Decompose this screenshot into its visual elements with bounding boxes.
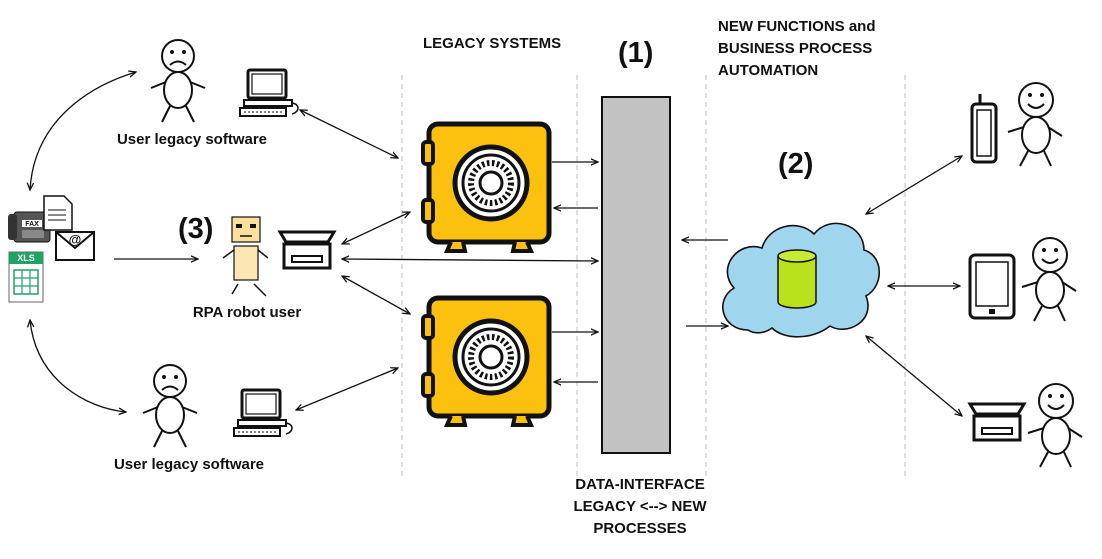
- data-interface-label-line2: LEGACY <--> NEW: [573, 498, 707, 515]
- step-number-cloud: (2): [778, 148, 813, 180]
- happy-user-icon: [1027, 383, 1083, 468]
- arrow-robot-to-safe-top: [342, 212, 410, 244]
- laptop-icon: [278, 230, 336, 270]
- arrow-cloud-to-phone: [866, 156, 962, 214]
- happy-user-icon: [1007, 82, 1063, 167]
- mobile-phone-icon: [970, 94, 998, 164]
- data-interface-bar: [601, 96, 671, 454]
- arrow-robot-to-safe-bottom: [342, 276, 410, 314]
- legacy-system-safe-icon: [423, 298, 549, 425]
- tablet-icon: [968, 253, 1016, 320]
- xls-label: XLS: [17, 253, 35, 263]
- robot-icon: [222, 216, 269, 297]
- sad-user-icon: [150, 39, 206, 123]
- spreadsheet-icon: XLS: [8, 251, 44, 303]
- sad-user-icon: [142, 364, 198, 448]
- arrow-bottom-user-to-safe: [296, 368, 398, 410]
- user-legacy-software-label-top: User legacy software: [117, 131, 267, 148]
- fax-icon: FAX: [8, 211, 51, 243]
- data-interface-label-line3: PROCESSES: [593, 520, 686, 537]
- step-number-robot: (3): [178, 213, 213, 245]
- desktop-computer-icon: [238, 68, 300, 118]
- new-functions-heading-line3: AUTOMATION: [718, 62, 818, 79]
- arrow-docs-to-top-user: [30, 72, 136, 190]
- user-legacy-software-label-bottom: User legacy software: [114, 456, 264, 473]
- step-number-interface: (1): [618, 37, 653, 69]
- new-functions-heading-line2: BUSINESS PROCESS: [718, 40, 872, 57]
- email-at-label: @: [69, 232, 82, 247]
- data-interface-label-line1: DATA-INTERFACE: [575, 476, 704, 493]
- desktop-computer-icon: [232, 388, 294, 438]
- legacy-system-safe-icon: [423, 124, 549, 251]
- email-icon: @: [55, 231, 95, 261]
- laptop-icon: [968, 402, 1026, 442]
- happy-user-icon: [1021, 237, 1077, 322]
- arrow-cloud-to-laptop: [866, 336, 962, 416]
- database-icon: [777, 249, 817, 309]
- arrow-docs-to-bottom-user: [30, 320, 126, 412]
- fax-label: FAX: [25, 221, 39, 228]
- arrow-robot-to-interface: [342, 259, 598, 261]
- new-functions-heading-line1: NEW FUNCTIONS and: [718, 18, 876, 35]
- rpa-robot-user-label: RPA robot user: [193, 304, 302, 321]
- legacy-systems-heading: LEGACY SYSTEMS: [423, 35, 561, 52]
- document-icon: [43, 195, 73, 231]
- arrow-top-user-to-safe: [300, 110, 398, 158]
